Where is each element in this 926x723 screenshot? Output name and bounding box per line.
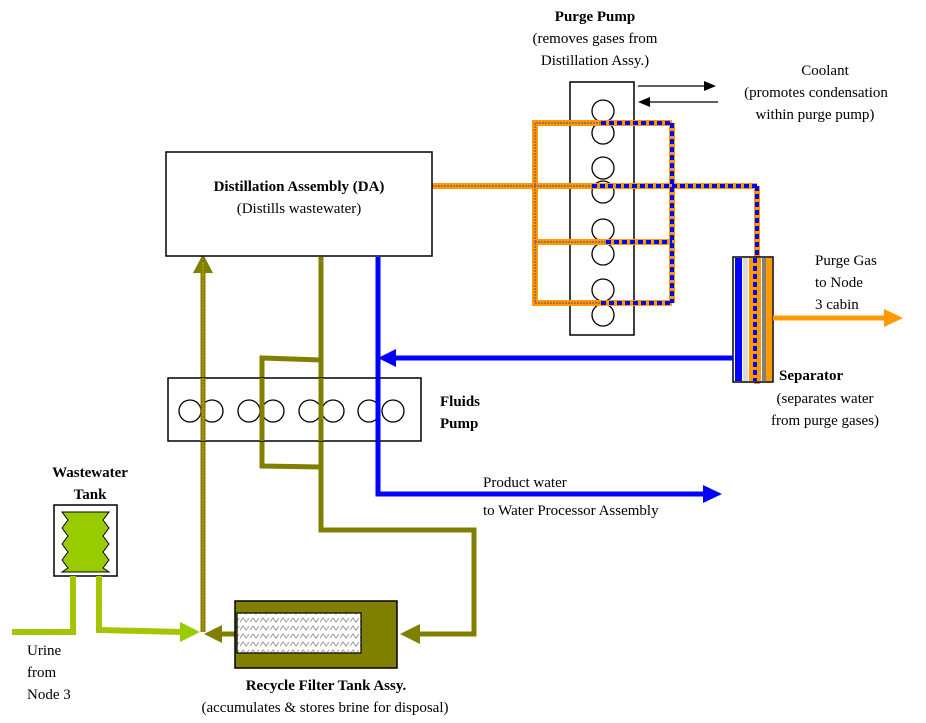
urine-label-2: from — [27, 665, 57, 681]
coolant-desc-2: within purge pump) — [755, 107, 875, 123]
fluids-pump-body — [167, 377, 422, 442]
separator-title: Separator — [779, 368, 844, 384]
brine-into-tank-arrowhead — [400, 624, 420, 644]
separator-desc-2: from purge gases) — [770, 413, 880, 429]
distillation-assembly-box — [165, 151, 433, 257]
wastewater-piping — [12, 576, 183, 635]
coolant-in-arrow — [638, 97, 718, 107]
purge-gas-label-3: 3 cabin — [815, 297, 859, 313]
wastewater-tank — [53, 504, 118, 577]
recycle-filter-tank — [234, 600, 398, 669]
brine-to-junction-arrowhead — [204, 625, 222, 643]
purge-pump-desc-1: (removes gases from — [532, 31, 658, 47]
distillation-assembly-title: Distillation Assembly (DA) — [213, 179, 385, 195]
purge-gas-label-1: Purge Gas — [815, 253, 877, 269]
brine-piping — [200, 257, 477, 637]
wastewater-dotted-overlay — [12, 576, 183, 633]
coolant-out-arrow — [638, 81, 716, 91]
purge-pump-desc-2: Distillation Assy.) — [540, 53, 650, 69]
separator-desc-1: (separates water — [776, 391, 874, 407]
urine-label-3: Node 3 — [27, 687, 71, 703]
product-water-label-1: Product water — [483, 475, 567, 491]
product-water-return-line — [378, 349, 733, 367]
purge-gas-label-2: to Node — [815, 275, 863, 291]
fluids-pump-title-2: Pump — [440, 416, 479, 432]
product-water-out-line — [375, 257, 722, 503]
wastewater-tank-title-1: Wastewater — [52, 465, 128, 481]
lines-through-fluids-pump — [200, 378, 381, 441]
purge-gas-out-arrow — [773, 309, 903, 327]
wastewater-tank-title-2: Tank — [73, 487, 107, 503]
purge-pump-title: Purge Pump — [554, 9, 636, 25]
coolant-title: Coolant — [801, 63, 849, 79]
product-water-label-2: to Water Processor Assembly — [483, 503, 659, 519]
gas-thin-dotted-overlay — [432, 122, 606, 304]
urine-label-1: Urine — [27, 643, 62, 659]
wastewater-arrowhead — [180, 622, 200, 642]
coolant-desc-1: (promotes condensation — [744, 85, 888, 101]
distillation-assembly-desc: (Distills wastewater) — [236, 201, 362, 217]
recycle-filter-tank-title: Recycle Filter Tank Assy. — [245, 678, 407, 694]
fluids-pump-title-1: Fluids — [440, 394, 481, 410]
recycle-filter-tank-desc: (accumulates & stores brine for disposal… — [201, 700, 449, 716]
